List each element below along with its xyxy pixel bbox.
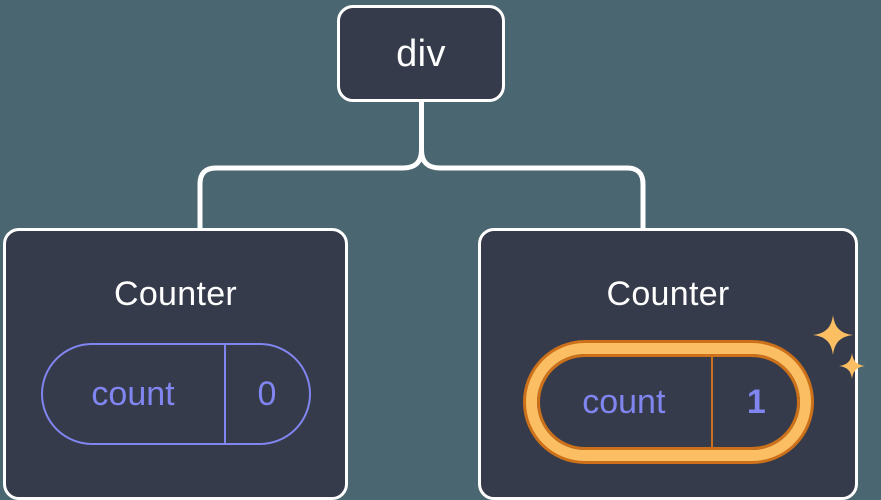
node-div-label: div bbox=[396, 32, 446, 75]
node-counter-left[interactable]: Counter count 0 bbox=[3, 228, 348, 500]
sparkle-icon bbox=[812, 315, 853, 355]
state-pill-right-wrapper: count 1 bbox=[525, 315, 865, 461]
state-key-left: count bbox=[91, 375, 175, 413]
sparkle-group bbox=[812, 315, 869, 395]
node-div[interactable]: div bbox=[337, 5, 505, 102]
state-pill-left-wrapper: count 0 bbox=[40, 343, 311, 445]
state-value-right: 1 bbox=[711, 354, 799, 450]
node-counter-right[interactable]: Counter count 1 bbox=[478, 228, 865, 500]
state-key-right: count bbox=[582, 383, 666, 421]
connector-to-right-child bbox=[419, 99, 646, 231]
state-pill-left[interactable]: count 0 bbox=[40, 343, 311, 445]
sparkle-icon bbox=[838, 353, 865, 379]
state-value-left: 0 bbox=[223, 345, 309, 443]
connector-to-left-child bbox=[197, 99, 424, 231]
node-counter-right-title: Counter bbox=[606, 275, 730, 313]
node-counter-left-title: Counter bbox=[113, 275, 238, 313]
state-pill-right[interactable]: count 1 bbox=[525, 343, 811, 461]
